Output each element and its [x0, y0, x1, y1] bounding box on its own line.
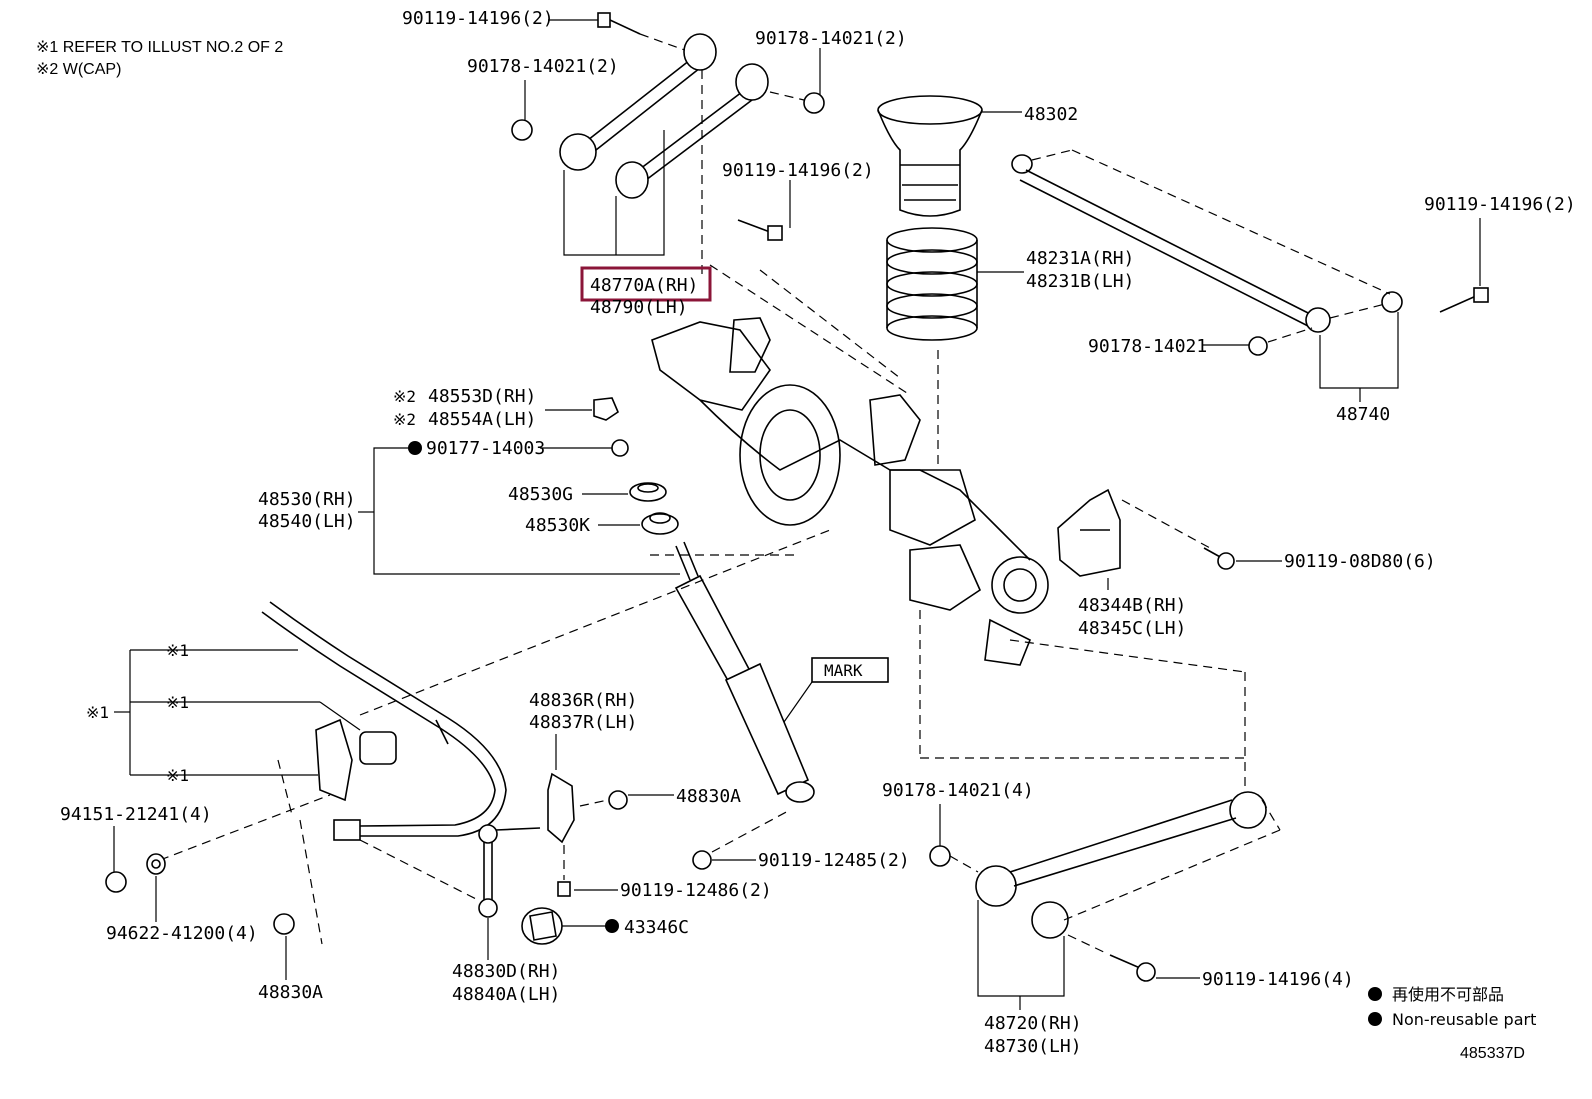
label-spring-rh: 48231A(RH) [1026, 248, 1134, 269]
ref-mark-3: ※1 [166, 766, 189, 785]
label-arm-upper-lh[interactable]: 48790(LH) [590, 297, 688, 318]
bush-48830a-right[interactable] [579, 790, 674, 810]
label-bolt-top-mid: 90119-14196(2) [722, 160, 874, 181]
legend-dot-jp [1368, 987, 1382, 1001]
label-arm-lower-rh: 48720(RH) [984, 1013, 1082, 1034]
label-bracket-stab-lh: 48837R(LH) [529, 712, 637, 733]
bolt-right-top[interactable] [1439, 218, 1489, 313]
label-shock-rh: 48530(RH) [258, 489, 356, 510]
label-nut-90177: 90177-14003 [426, 438, 545, 459]
nut-top-left[interactable] [511, 80, 533, 141]
label-bolt-top-left: 90119-14196(2) [402, 8, 554, 29]
label-nut-right: 90178-14021 [1088, 336, 1207, 357]
illustration-id: 485337D [1460, 1045, 1525, 1062]
note-cap: ※2 W(CAP) [36, 61, 121, 78]
washer-94622[interactable] [146, 853, 166, 922]
label-cushion-g: 48530G [508, 484, 573, 505]
label-spring-lh: 48231B(LH) [1026, 271, 1134, 292]
stabilizer-bar[interactable] [261, 601, 507, 841]
nut-right[interactable] [1202, 327, 1313, 356]
label-link-lh: 48840A(LH) [452, 984, 560, 1005]
label-nut-top-left: 90178-14021(2) [467, 56, 619, 77]
upper-control-arm[interactable] [548, 12, 911, 396]
label-washer-94622: 94622-41200(4) [106, 923, 258, 944]
highlight-box-48770a [580, 266, 712, 302]
label-48830a-right: 48830A [676, 786, 741, 807]
bolt-lower[interactable] [1067, 934, 1200, 982]
label-bracket-stab-rh: 48836R(RH) [529, 690, 637, 711]
label-bracket-lh: 48345C(LH) [1078, 618, 1186, 639]
label-bolt-right-top: 90119-14196(2) [1424, 194, 1576, 215]
bolt-12486[interactable] [557, 845, 618, 897]
label-nut-top-mid: 90178-14021(2) [755, 28, 907, 49]
label-43346c: 43346C [624, 917, 689, 938]
bump-bracket[interactable] [1057, 488, 1211, 590]
ref-mark-2: ※1 [166, 693, 189, 712]
nut-top-mid[interactable] [769, 48, 825, 114]
note-refer-illust: ※1 REFER TO ILLUST NO.2 OF 2 [36, 39, 283, 56]
label-bolt-lower: 90119-14196(4) [1202, 969, 1354, 990]
label-shock-lh: 48540(LH) [258, 511, 356, 532]
label-nut-lower: 90178-14021(4) [882, 780, 1034, 801]
cushion-48530g[interactable] [582, 482, 667, 502]
label-48740: 48740 [1336, 404, 1390, 425]
nut-90177[interactable] [408, 439, 629, 457]
shock-absorber[interactable] [358, 447, 831, 803]
ref-mark-group: ※1 [86, 703, 109, 722]
label-arm-upper-rh[interactable]: 48770A(RH) [590, 275, 698, 296]
label-link-rh: 48830D(RH) [452, 961, 560, 982]
ref-bracket [114, 649, 361, 776]
legend-text-en: Non-reusable part [1392, 1010, 1536, 1029]
bolt-12485[interactable] [692, 809, 791, 870]
label-48830a-bottom: 48830A [258, 982, 323, 1003]
label-arm-lower-lh: 48730(LH) [984, 1036, 1082, 1057]
part-43346c[interactable] [521, 907, 619, 945]
mark-tag [811, 657, 889, 683]
legend-dot-en [1368, 1012, 1382, 1026]
legend-text-jp: 再使用不可部品 [1392, 985, 1504, 1004]
label-bolt-12486: 90119-12486(2) [620, 880, 772, 901]
stabilizer-link[interactable] [359, 824, 541, 960]
bolt-bracket[interactable] [1203, 547, 1282, 570]
stabilizer-bushing[interactable] [159, 718, 397, 945]
cap-mark-lh: ※2 [393, 410, 416, 429]
coil-spring[interactable] [886, 227, 1024, 470]
bump-stopper[interactable] [877, 95, 1022, 217]
cap-48553d[interactable] [545, 397, 619, 421]
label-bolt-bracket: 90119-08D80(6) [1284, 551, 1436, 572]
cushion-48530k[interactable] [598, 512, 679, 535]
axle-housing [651, 269, 1246, 790]
lower-control-arm[interactable] [975, 791, 1281, 1010]
label-cap-rh: 48553D(RH) [428, 386, 536, 407]
label-48302: 48302 [1024, 104, 1078, 125]
stabilizer-bracket[interactable] [547, 734, 575, 844]
label-cushion-k: 48530K [525, 515, 590, 536]
ref-mark-1: ※1 [166, 641, 189, 660]
label-cap-lh: 48554A(LH) [428, 409, 536, 430]
cap-mark-rh: ※2 [393, 387, 416, 406]
label-mark: MARK [824, 661, 863, 680]
bolt-top-mid[interactable] [737, 180, 791, 241]
nut-lower[interactable] [929, 804, 979, 873]
bush-48830a-bottom[interactable] [273, 913, 295, 980]
label-bracket-rh: 48344B(RH) [1078, 595, 1186, 616]
lateral-control-rod[interactable] [1011, 149, 1403, 402]
nut-94151[interactable] [105, 826, 127, 893]
label-nut-94151: 94151-21241(4) [60, 804, 212, 825]
label-bolt-12485: 90119-12485(2) [758, 850, 910, 871]
